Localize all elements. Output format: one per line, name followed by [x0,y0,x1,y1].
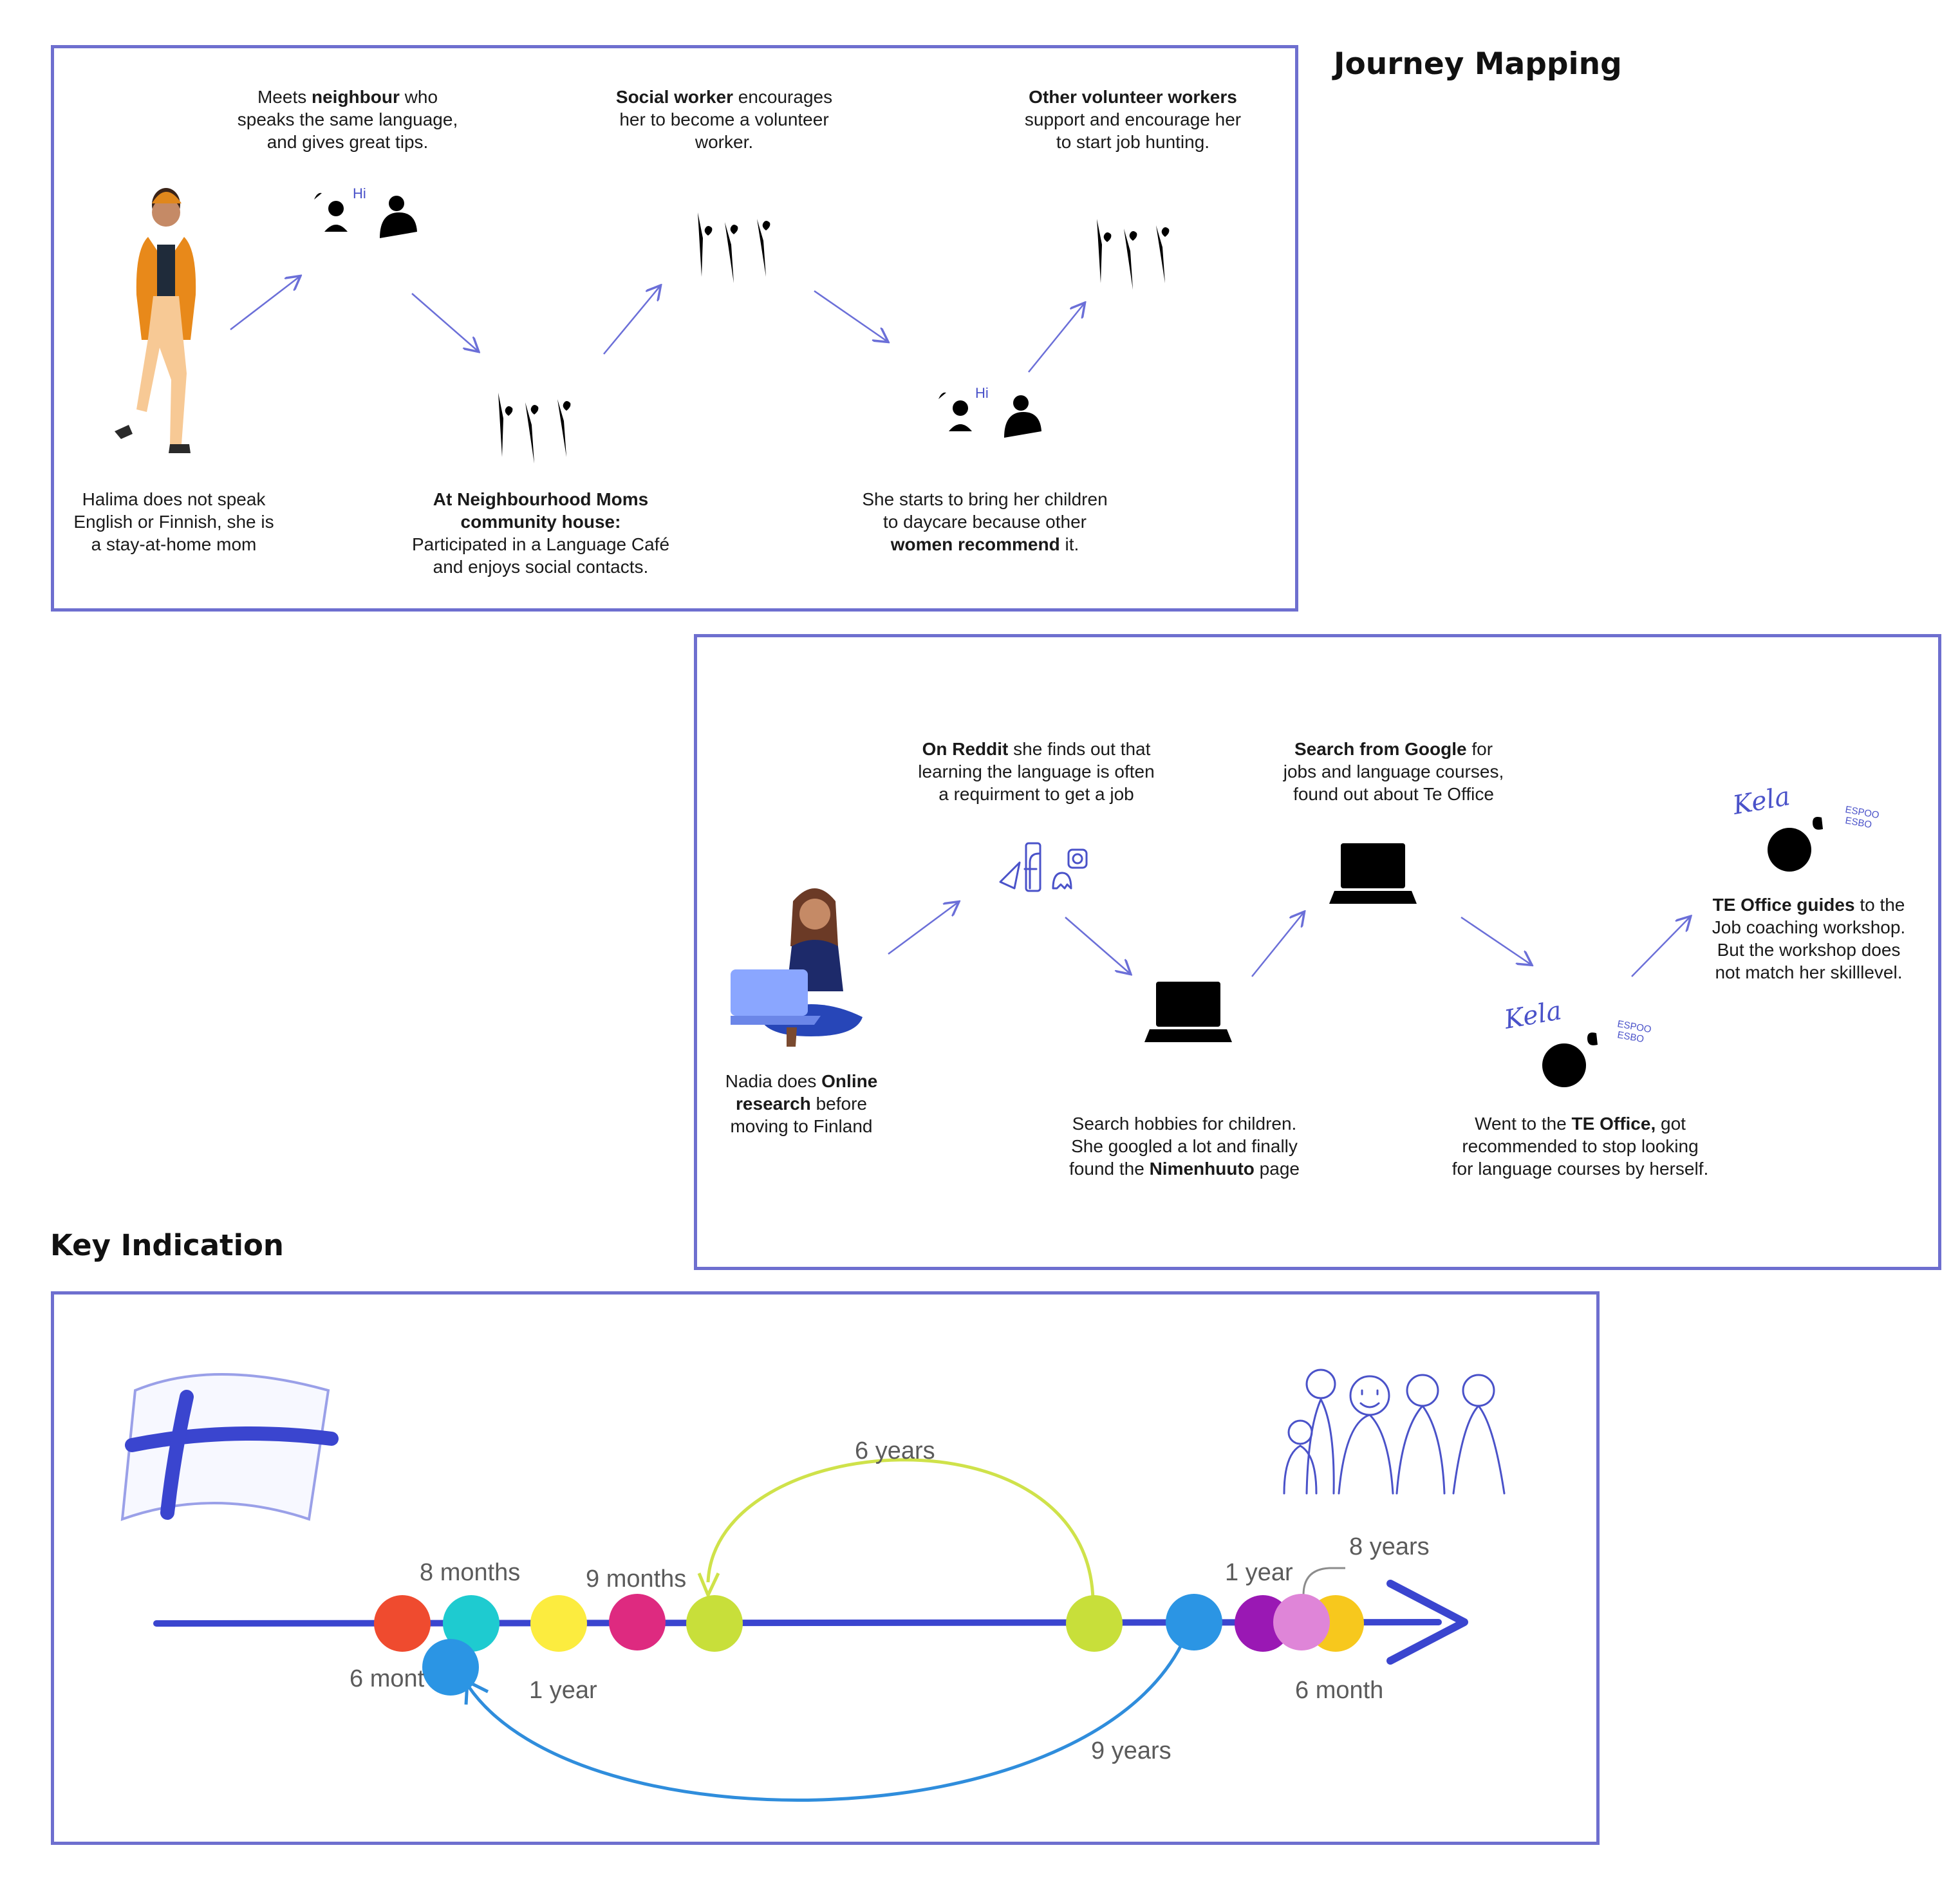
label-1-year-low: 1 year [529,1677,597,1704]
label-1-year-high: 1 year [1225,1559,1293,1586]
nadia-step3-caption: Search from Google for jobs and language… [1283,739,1504,804]
halima-step5-caption: Other volunteer workers support and enco… [1024,87,1242,152]
halima-illustration [115,188,196,453]
social-media-doodle [999,842,1088,892]
timeline-dot-yellow-3 [530,1595,587,1652]
halima-journey-panel [51,45,1298,612]
timeline-dot-lime-5 [686,1595,743,1652]
raised-hands-doodle-2 [698,203,784,283]
six-years-arc [706,1458,1095,1600]
greeting-doodle-1 [304,185,444,251]
label-8-months: 8 months [420,1559,520,1586]
halima-step1-caption: Meets neighbour who speaks the same lang… [237,87,458,152]
kela-doodle-1 [1542,1033,1601,1087]
laptop-doodle-2 [1329,843,1417,904]
timeline-dot-blue-7 [1166,1594,1222,1650]
six-years-arrowhead [697,1572,720,1597]
key-indication-heading: Key Indication [50,1228,284,1262]
timeline-dot-lime-6 [1066,1595,1123,1652]
hi-label-2: Hi [975,385,989,401]
hi-label-1: Hi [353,185,366,201]
timeline-dot-pink-10 [1273,1594,1330,1650]
journey-mapping-heading: Journey Mapping [1334,46,1622,82]
label-6-month: 6 month [1295,1677,1383,1704]
nadia-arrows [888,902,1690,977]
kela-label-2: Kela [1730,781,1793,821]
timeline-dot-red-0 [374,1595,431,1652]
kela-label-1: Kela [1502,996,1564,1035]
nadia-start-caption: Nadia does Online research before moving… [725,1071,878,1136]
eight-years-leader-line [1302,1567,1345,1596]
raised-hands-doodle-1 [498,383,584,463]
halima-step3-caption: Social worker encourages her to become a… [615,87,833,152]
label-8-years: 8 years [1349,1533,1430,1560]
nadia-step5-caption: TE Office guides to the Job coaching wor… [1712,895,1906,982]
label-6-years: 6 years [855,1437,935,1464]
timeline-dot-cyan-1 [443,1595,499,1652]
raised-hands-doodle-3 [1097,209,1183,290]
timeline-axis [153,1580,1468,1665]
label-6-months: 6 mont [350,1665,425,1692]
kela-doodle-2 [1768,817,1827,872]
label-9-months: 9 months [586,1566,686,1593]
laptop-doodle-1 [1144,982,1232,1042]
nadia-step1-caption: On Reddit she finds out that learning th… [918,739,1155,804]
halima-arrows [230,277,1084,373]
nadia-step2-caption: Search hobbies for children.She googled … [1069,1114,1300,1179]
timeline-dot-blue-2 [422,1639,479,1696]
timeline-markers [374,1594,1364,1696]
esbo-label-1: ESBO [1616,1029,1645,1045]
nadia-illustration [731,888,863,1047]
nadia-journey-panel [694,634,1941,1270]
esbo-label-2: ESBO [1844,815,1872,830]
nine-years-arc [467,1643,1184,1802]
greeting-doodle-2 [928,385,1069,451]
people-group-doodle [1283,1369,1506,1495]
nadia-step4-caption: Went to the TE Office, got recommended t… [1451,1114,1709,1179]
timeline-dot-magenta-4 [609,1594,666,1650]
finland-flag-doodle [120,1373,339,1521]
label-9-years: 9 years [1091,1737,1171,1764]
